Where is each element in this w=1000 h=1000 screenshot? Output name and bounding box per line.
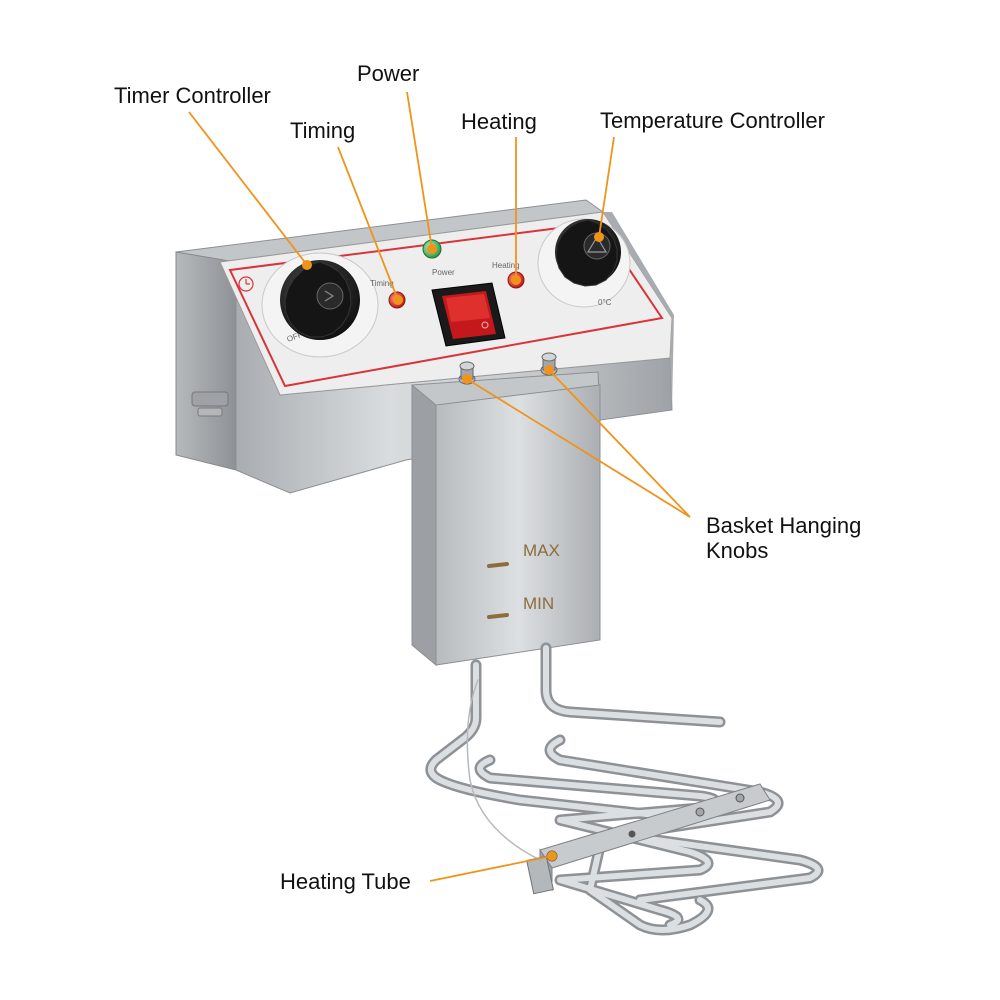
temperature-controller-label: Temperature Controller xyxy=(600,108,825,133)
fryer-left-side xyxy=(175,251,237,471)
basket-label-line2: Knobs xyxy=(706,538,769,563)
min-mark-label: MIN xyxy=(523,594,554,613)
panel-power-label: Power xyxy=(432,268,455,277)
control-panel-border xyxy=(228,221,664,388)
basket-hanging-knobs-label: Basket Hanging Knobs xyxy=(706,513,861,563)
heating-tube-label: Heating Tube xyxy=(280,869,411,894)
side-latch xyxy=(191,391,229,407)
basket-label-line1: Basket Hanging xyxy=(706,513,862,538)
max-mark-label: MAX xyxy=(523,541,560,560)
temperature-knob[interactable]: 0°C xyxy=(537,218,631,308)
timing-label: Timing xyxy=(290,118,356,143)
timer-knob[interactable]: OFF xyxy=(261,252,379,358)
heating-label: Heating xyxy=(461,109,537,134)
panel-timing-label: Timing xyxy=(370,279,394,288)
callout-lines xyxy=(188,91,691,882)
power-label: Power xyxy=(357,61,420,86)
timer-controller-label: Timer Controller xyxy=(114,83,271,108)
power-switch[interactable] xyxy=(431,282,506,347)
clock-icon xyxy=(238,276,254,292)
level-markings: MAX MIN xyxy=(487,541,560,619)
callout-dots xyxy=(302,232,604,861)
element-mount xyxy=(411,371,601,667)
heating-tube xyxy=(425,642,824,936)
temp-min-label: 0°C xyxy=(598,298,612,307)
panel-heating-label: Heating xyxy=(492,261,520,270)
